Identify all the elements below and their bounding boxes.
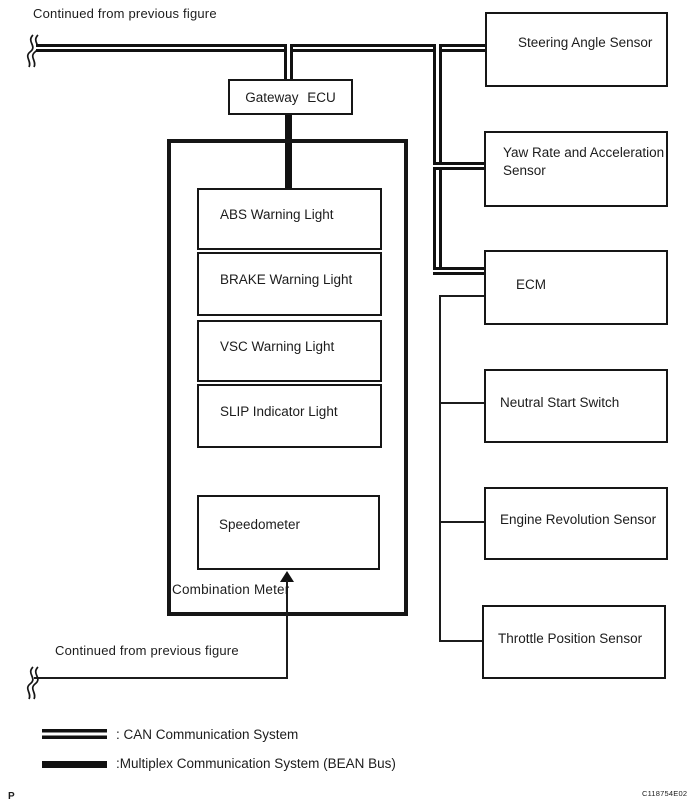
can-bus-main-line <box>36 44 485 52</box>
abs-warning-light-box: ABS Warning Light <box>197 188 382 250</box>
speedometer-label: Speedometer <box>219 517 301 532</box>
vsc-warning-light-label: VSC Warning Light <box>220 338 335 354</box>
speedometer-box: Speedometer <box>197 495 380 570</box>
gateway-ecu-box: Gateway ECU <box>228 79 353 115</box>
arrow-line-vertical <box>286 580 288 678</box>
arrow-line-horizontal <box>34 677 288 679</box>
steering-angle-sensor-box: Steering Angle Sensor <box>485 12 668 87</box>
ecm-box: ECM <box>484 250 668 325</box>
wire-branch-throttle-position-sensor <box>439 640 482 642</box>
can-right-branch-vertical <box>433 44 442 275</box>
wire-sensor-trunk-vertical <box>439 295 441 642</box>
neutral-start-switch-label: Neutral Start Switch <box>500 394 620 410</box>
bottom-continuation-note: Continued from previous figure <box>55 643 239 658</box>
top-continuation-note: Continued from previous figure <box>33 6 217 21</box>
vsc-warning-light-box: VSC Warning Light <box>197 320 382 382</box>
legend-bean-line-swatch <box>42 761 107 768</box>
yaw-rate-sensor-box: Yaw Rate and Acceleration Sensor <box>484 131 668 207</box>
engine-revolution-sensor-box: Engine Revolution Sensor <box>484 487 668 560</box>
line-break-symbol-bottom <box>26 666 39 700</box>
throttle-position-sensor-box: Throttle Position Sensor <box>482 605 666 679</box>
can-drop-to-gateway <box>284 44 293 79</box>
abs-warning-light-label: ABS Warning Light <box>220 206 334 222</box>
steering-angle-sensor-label: Steering Angle Sensor <box>518 35 653 50</box>
slip-indicator-light-label: SLIP Indicator Light <box>220 403 338 419</box>
can-branch-ecm <box>433 267 484 275</box>
engine-revolution-sensor-label: Engine Revolution Sensor <box>500 512 657 527</box>
neutral-start-switch-box: Neutral Start Switch <box>484 369 668 443</box>
brake-warning-light-box: BRAKE Warning Light <box>197 252 382 316</box>
bean-bus-gateway-to-meter <box>285 113 292 190</box>
page-letter: P <box>8 791 15 802</box>
brake-warning-light-label: BRAKE Warning Light <box>220 271 353 287</box>
wire-branch-neutral-start-switch <box>439 402 484 404</box>
ecm-label: ECM <box>516 277 546 292</box>
legend-can-label: : CAN Communication System <box>116 727 299 742</box>
line-break-symbol-top <box>26 34 39 68</box>
combination-meter-label: Combination Meter <box>172 582 290 597</box>
yaw-rate-sensor-label: Yaw Rate and Acceleration Sensor <box>503 145 665 179</box>
wire-ecm-stub <box>439 295 484 297</box>
wire-branch-engine-revolution-sensor <box>439 521 484 523</box>
slip-indicator-light-box: SLIP Indicator Light <box>197 384 382 448</box>
legend-bean-label: :Multiplex Communication System (BEAN Bu… <box>116 756 396 771</box>
arrow-head-to-speedometer <box>280 571 294 582</box>
gateway-ecu-label: Gateway ECU <box>245 89 336 105</box>
legend-can-line-swatch <box>42 729 107 739</box>
can-branch-yaw-rate <box>433 162 484 170</box>
figure-code: C118754E02 <box>642 789 688 798</box>
throttle-position-sensor-label: Throttle Position Sensor <box>498 630 643 646</box>
